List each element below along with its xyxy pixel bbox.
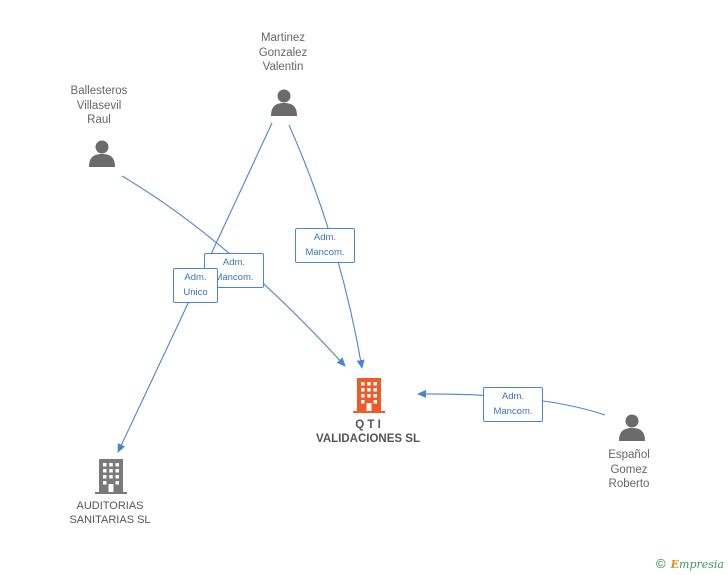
person-name-espanol: Español Gomez Roberto — [608, 449, 650, 490]
company-name-qti: Q T I VALIDACIONES SL — [316, 419, 420, 445]
relation-label-martinez-auditorias: Adm. Unico — [173, 268, 218, 303]
company-name-auditorias: AUDITORIAS SANITARIAS SL — [69, 500, 151, 526]
copyright-symbol: © — [655, 556, 666, 571]
person-name-ballesteros: Ballesteros Villasevil Raul — [70, 85, 128, 126]
relation-label-espanol-qti: Adm. Mancom. — [483, 387, 543, 422]
empresia-watermark: © Empresia — [656, 556, 724, 571]
person-icon[interactable] — [617, 412, 647, 442]
brand-logo: Empresia — [670, 558, 724, 571]
building-icon[interactable] — [95, 459, 127, 495]
person-icon[interactable] — [269, 87, 299, 117]
relation-label-ballesteros-qti: Adm. Mancom. — [204, 253, 264, 288]
building-icon[interactable] — [353, 378, 385, 414]
person-icon[interactable] — [87, 138, 117, 168]
person-name-martinez: Martinez Gonzalez Valentin — [258, 32, 308, 73]
relation-label-martinez-qti: Adm. Mancom. — [295, 228, 355, 263]
